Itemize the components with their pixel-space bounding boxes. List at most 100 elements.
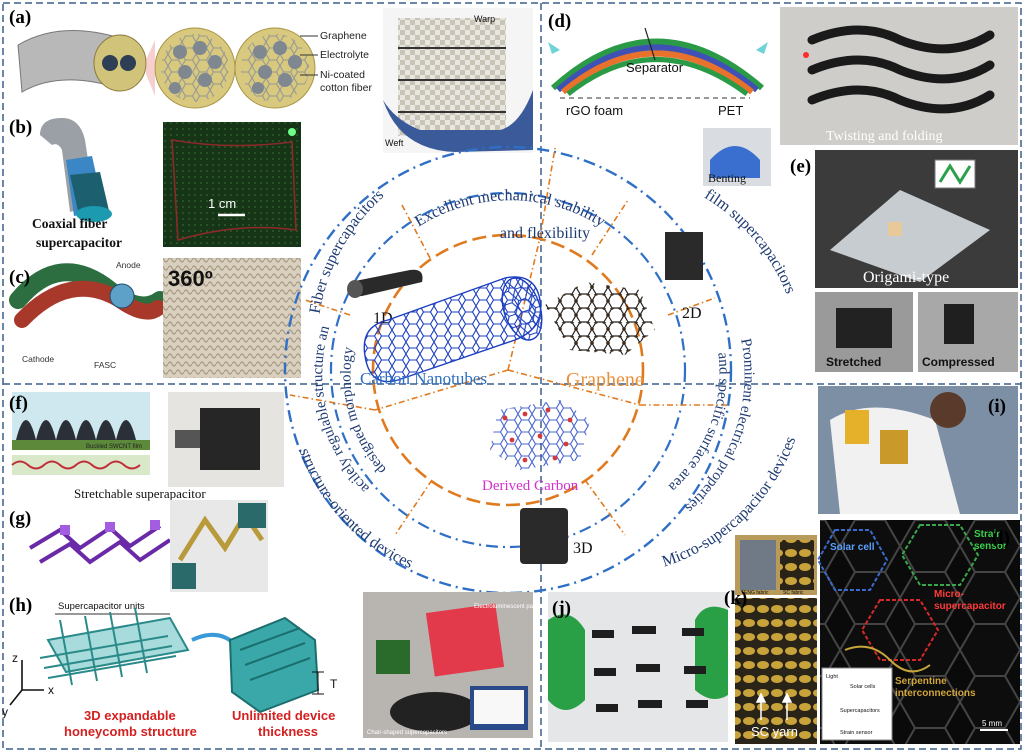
- label-cotton-fiber: cotton fiber: [320, 82, 372, 94]
- label-warp: Warp: [474, 14, 495, 24]
- material-cnt-label: Carbon Nanotubes: [360, 369, 487, 388]
- axis-y: y: [2, 705, 8, 719]
- dimension-3d: 3D: [573, 540, 593, 557]
- label-micro-sc: supercapacitor: [934, 601, 1006, 612]
- label-weft: Weft: [385, 138, 404, 148]
- one-d-rod: [349, 269, 423, 297]
- label-sensor: sensor: [974, 541, 1007, 552]
- axes-glyph: [9, 660, 44, 706]
- label-micro: Micro-: [934, 589, 964, 600]
- material-graphene-label: Graphene: [566, 369, 644, 391]
- label-sc-yarn: SC yarn: [751, 724, 798, 739]
- panel-h: Supercapacitor units T 3D expandable hon…: [2, 592, 541, 739]
- panel-letter-l: (l): [992, 528, 1010, 549]
- label-electrolyte: Electrolyte: [320, 49, 369, 61]
- label-t: T: [330, 677, 338, 691]
- label-supercapacitor-units: Supercapacitor units: [58, 601, 145, 612]
- panel-d: Separator rGO foam PET Benting Twisting …: [548, 7, 1018, 186]
- panel-letter-d: (d): [548, 11, 571, 32]
- label-stretched: Stretched: [826, 355, 881, 369]
- panel-letter-b: (b): [9, 117, 32, 138]
- legend-solar: Solar cells: [850, 684, 876, 690]
- knit-fabric-photo: [163, 258, 301, 378]
- label-interconnections: interconnections: [895, 688, 976, 699]
- label-stretchable: Stretchable superapacitor: [74, 486, 206, 501]
- two-d-photo: [665, 232, 703, 280]
- legend-supercap: Supercapacitors: [840, 708, 880, 714]
- label-360: 360º: [168, 266, 213, 291]
- panel-a: Graphene Electrolyte Ni-coated cotton fi…: [6, 6, 536, 153]
- coaxial-caption-2: supercapacitor: [36, 235, 122, 250]
- panel-f: Buckled SWCNT film Stretchable superapac…: [9, 392, 284, 501]
- panel-letter-i: (i): [988, 396, 1006, 417]
- label-anode: Anode: [116, 260, 141, 270]
- dimension-2d: 2D: [682, 305, 702, 322]
- label-twisting-folding: Twisting and folding: [826, 129, 942, 144]
- label-pet: PET: [718, 103, 743, 118]
- coaxial-caption-1: Coaxial fiber: [32, 216, 107, 231]
- outer-dashed-ring: [283, 145, 733, 595]
- label-buckled-film: Buckled SWCNT film: [86, 444, 142, 450]
- panel-letter-c: (c): [9, 267, 30, 288]
- panel-i: (i): [818, 386, 1018, 514]
- legend-strain: Strain sensor: [840, 730, 873, 736]
- label-unlimited: Unlimited device: [232, 708, 335, 723]
- panel-j: (j): [548, 592, 728, 742]
- label-solar-cell: Solar cell: [830, 542, 875, 553]
- label-rgo-foam: rGO foam: [566, 103, 623, 118]
- panel-letter-j: (j): [552, 598, 571, 619]
- panel-k: TENG fabric SC fabric SC yarn (k): [724, 535, 817, 744]
- label-teng-fabric: TENG fabric: [741, 590, 769, 596]
- label-honeycomb: honeycomb structure: [64, 724, 197, 739]
- honeycomb-flat: [39, 607, 190, 686]
- panel-letter-e: (e): [790, 156, 811, 177]
- material-derived-label: Derived Carbon: [482, 478, 579, 494]
- panel-b: Coaxial fiber supercapacitor 1 cm (b): [9, 117, 301, 250]
- panel-e: Origami-type Stretched Compressed (e): [790, 150, 1018, 372]
- graphene-sheet-graphic: [545, 282, 655, 355]
- label-cathode: Cathode: [22, 354, 54, 364]
- ring-label-bottom-left: structure-oriented devices: [296, 446, 416, 572]
- panel-letter-g: (g): [9, 508, 31, 529]
- middle-dashed-ring: [329, 191, 687, 549]
- scale-bar-5mm: 5 mm: [982, 719, 1002, 728]
- ring-label-right: film supercapacitors: [702, 186, 799, 296]
- label-3d-expandable: 3D expandable: [84, 708, 176, 723]
- axis-x: x: [48, 683, 54, 697]
- ring-label-top: Excellent mechanical stability: [412, 187, 608, 230]
- panel-letter-h: (h): [9, 595, 32, 616]
- label-el-panel: Electroluminescent panel: [474, 604, 541, 610]
- twisting-photo: [780, 7, 1018, 145]
- legend-light: Light: [826, 674, 838, 680]
- axis-z: z: [12, 651, 18, 665]
- label-separator: Separator: [626, 60, 684, 75]
- yarn-photo: [735, 598, 817, 744]
- panel-letter-f: (f): [9, 393, 28, 414]
- label-graphene: Graphene: [320, 30, 367, 42]
- panel-g: (g): [9, 500, 268, 592]
- derived-carbon-graphic: [490, 400, 590, 470]
- layered-strip: [12, 455, 150, 475]
- label-sc-fabric: SC fabric: [783, 590, 804, 596]
- label-thickness: thickness: [258, 724, 318, 739]
- label-compressed: Compressed: [922, 355, 995, 369]
- panel-l: Solar cell Strain sensor Micro- supercap…: [816, 520, 1020, 744]
- ring-label-top-line2: and flexibility: [500, 225, 590, 242]
- honeycomb-expanded: [228, 616, 320, 714]
- label-origami: Origami-type: [863, 269, 949, 286]
- label-strain: Strain: [974, 529, 1002, 540]
- panel-letter-k: (k): [724, 588, 747, 609]
- carbon-nanotube-graphic: [363, 276, 543, 383]
- label-fasc: FASC: [94, 360, 116, 370]
- panel-letter-a: (a): [9, 7, 31, 28]
- label-bending: Benting: [708, 171, 746, 185]
- scale-bar-1cm: 1 cm: [208, 196, 236, 211]
- label-chair-sc: Chair-shaped supercapacitors: [367, 730, 447, 736]
- label-serpentine: Serpentine: [895, 676, 947, 687]
- circuit-legend: [821, 667, 893, 741]
- panel-c: Anode Cathode FASC 360º (c): [9, 258, 301, 378]
- label-ni-coated: Ni-coated: [320, 69, 365, 81]
- three-d-photo: [520, 508, 568, 564]
